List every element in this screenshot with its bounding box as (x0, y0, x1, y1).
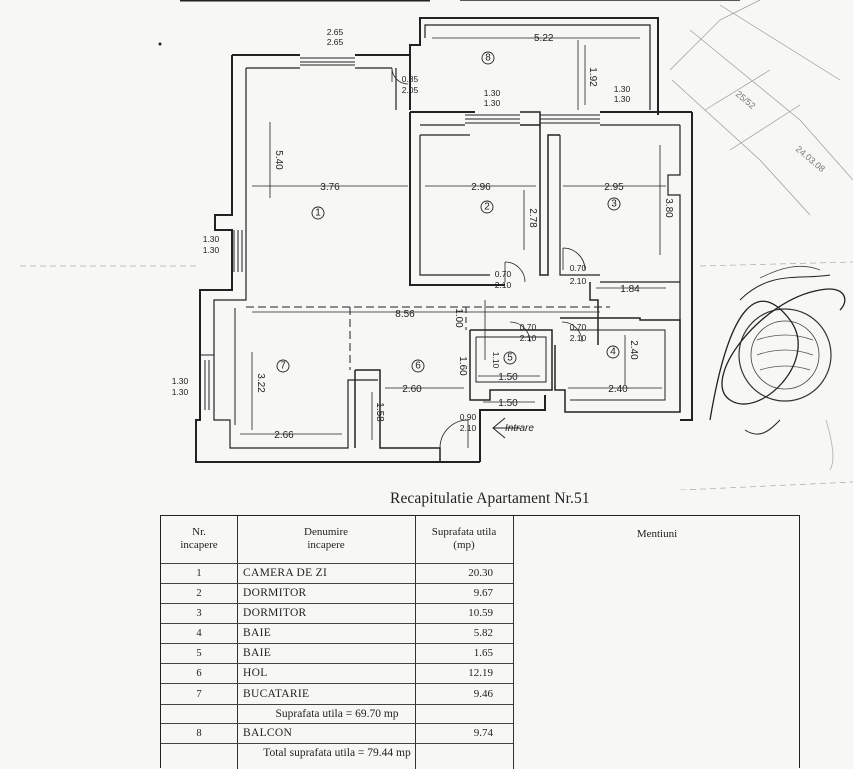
dim-hall-vertical: 1.00 (453, 308, 464, 328)
dim-bed2-height: 2.78 (527, 208, 538, 228)
room-number-2: 2 (484, 202, 490, 213)
dim-door5-a: 0.70 (520, 322, 537, 332)
row-area: 20.30 (468, 567, 493, 579)
room-number-5: 5 (507, 353, 513, 364)
dim-bed2-width: 2.96 (471, 182, 491, 193)
row-nr: 1 (196, 568, 202, 579)
header-area: Suprafata utila (mp) (415, 526, 513, 552)
room-number-1: 1 (315, 208, 321, 219)
dim-door5-b: 2.10 (520, 333, 537, 343)
dim-bath4-height: 2.40 (628, 340, 639, 360)
floor-plan: 5.22 2.65 2.65 0.85 2.05 1.30 1.30 1.30 … (20, 0, 853, 490)
row-nr: 3 (196, 608, 202, 619)
dim-total-width: 8.56 (395, 309, 415, 320)
dim-door2-b: 2.10 (495, 280, 512, 290)
dim-bed3-height: 3.80 (663, 198, 674, 218)
header-name: Denumire incapere (237, 526, 415, 552)
subtotal-row: Suprafata utila = 69.70 mp (275, 708, 399, 720)
dim-win-kitchen-a: 1.30 (172, 376, 189, 386)
row-nr: 7 (196, 689, 202, 700)
room-number-8: 8 (485, 53, 491, 64)
row-name: BAIE (243, 647, 272, 659)
dim-entry-door-b: 2.10 (460, 423, 477, 433)
row-area: 9.46 (473, 688, 493, 700)
dim-living-width: 3.76 (320, 182, 340, 193)
header-name-line1: Denumire (304, 526, 348, 538)
row-area: 9.74 (473, 727, 493, 739)
row-area: 9.67 (473, 587, 493, 599)
dim-corridor-width: 1.84 (620, 284, 640, 295)
row-nr: 5 (196, 648, 202, 659)
row-area: 1.65 (473, 647, 493, 659)
dim-living-height: 5.40 (273, 150, 284, 170)
dim-win-left-b: 1.30 (203, 245, 220, 255)
room-number-4: 4 (610, 347, 616, 358)
dim-entry-door-a: 0.90 (460, 412, 477, 422)
dim-door2-a: 0.70 (495, 269, 512, 279)
row-nr: 4 (196, 628, 202, 639)
dim-win-bed-b: 1.30 (484, 98, 501, 108)
dim-bath5-width: 1.50 (498, 372, 518, 383)
row-name: BUCATARIE (243, 688, 310, 700)
dim-door4-a: 0.70 (570, 322, 587, 332)
dim-door3-a: 0.70 (570, 263, 587, 273)
dim-door-ls-a: 0.85 (402, 74, 419, 84)
stamp-date: 24.03.08 (794, 144, 827, 174)
dim-door4-b: 2.10 (570, 333, 587, 343)
dim-kitchen-width: 2.66 (274, 430, 294, 441)
dim-balcony-width: 5.22 (534, 33, 554, 44)
entry-label: Intrare (505, 423, 534, 434)
stamp-area: 25/52 24.03.08 (669, 0, 853, 471)
row-area: 5.82 (473, 627, 493, 639)
header-notes: Mentiuni (636, 528, 678, 540)
summary-title: Recapitulatie Apartament Nr.51 (390, 490, 590, 507)
dim-win-kitchen-b: 1.30 (172, 387, 189, 397)
dim-balcony-depth: 1.92 (587, 67, 598, 87)
dim-bath4-width: 2.40 (608, 384, 628, 395)
dim-kitchen-height: 3.22 (255, 373, 266, 393)
dim-window-top-a: 2.65 (327, 27, 344, 37)
header-nr-line2: incapere (180, 539, 218, 551)
stamp-number: 25/52 (734, 89, 758, 111)
dim-bed3-width: 2.95 (604, 182, 624, 193)
row-name: DORMITOR (243, 607, 307, 619)
dim-door-ls-b: 2.05 (402, 85, 419, 95)
row-name: BAIE (243, 627, 272, 639)
row-nr: 8 (196, 728, 202, 739)
dim-bath5-height: 1.10 (491, 352, 501, 369)
dim-win-bed2-a: 1.30 (614, 84, 631, 94)
room-number-7: 7 (280, 361, 286, 372)
row-name: BALCON (243, 727, 293, 739)
dim-win-bed-a: 1.30 (484, 88, 501, 98)
header-name-line2: incapere (307, 539, 345, 551)
room-number-6: 6 (415, 361, 421, 372)
row-nr: 2 (196, 588, 202, 599)
total-row: Total suprafata utila = 79.44 mp (263, 747, 411, 759)
dim-entry-width: 1.50 (498, 398, 518, 409)
room-number-3: 3 (611, 199, 617, 210)
dim-window-top-b: 2.65 (327, 37, 344, 47)
row-nr: 6 (196, 668, 202, 679)
row-area: 10.59 (468, 607, 493, 619)
dim-door3-b: 2.10 (570, 276, 587, 286)
row-name: DORMITOR (243, 587, 307, 599)
dim-win-left-a: 1.30 (203, 234, 220, 244)
dim-hall-width: 2.60 (402, 384, 422, 395)
dim-hall-h: 1.60 (457, 356, 468, 376)
row-area: 12.19 (468, 667, 493, 679)
dim-hall-depth: 1.58 (374, 402, 385, 422)
row-name: HOL (243, 667, 268, 679)
header-nr-line1: Nr. (192, 526, 206, 538)
summary-table: Nr. incapere Denumire incapere Suprafata… (160, 515, 800, 769)
header-area-line2: (mp) (453, 539, 475, 551)
row-name: CAMERA DE ZI (243, 567, 328, 579)
dim-win-bed2-b: 1.30 (614, 94, 631, 104)
header-area-line1: Suprafata utila (431, 526, 497, 538)
header-nr: Nr. incapere (161, 526, 237, 552)
